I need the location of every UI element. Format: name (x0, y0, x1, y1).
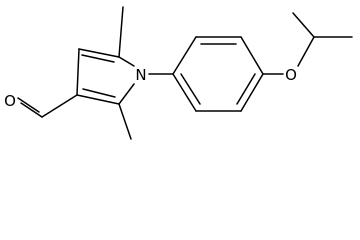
bond-c3-c2-inner (82, 88, 116, 98)
bond-methyl-bottom (118, 103, 132, 140)
aldehyde-oxygen-label: O (4, 92, 16, 110)
bond-ph-1 (172, 36, 197, 75)
bond-c-o-double-1 (20, 102, 43, 118)
bond-o-ch (297, 36, 315, 67)
ether-oxygen-label: O (285, 66, 297, 84)
bond-c3-cho (41, 94, 78, 118)
bond-ph-4 (240, 73, 264, 112)
bond-ph-4-inner (236, 73, 256, 105)
bond-ph-3 (240, 36, 264, 75)
bond-n-c5ring (118, 56, 135, 67)
bond-methyl-top (118, 6, 124, 58)
nitrogen-label: N (135, 66, 146, 84)
bond-c5-c3 (76, 48, 80, 96)
bond-c4-c5 (78, 48, 120, 58)
bond-n-c2ring (118, 83, 135, 105)
bond-c4-c5-inner (81, 54, 115, 63)
bond-c-o-double-2 (17, 97, 40, 113)
bond-ch-me1 (292, 12, 315, 38)
bond-ph-6 (172, 73, 197, 112)
bond-ph-6-inner (180, 73, 201, 105)
bond-c3-c2 (76, 94, 120, 105)
chemical-structure-diagram: N O O (4, 6, 353, 140)
